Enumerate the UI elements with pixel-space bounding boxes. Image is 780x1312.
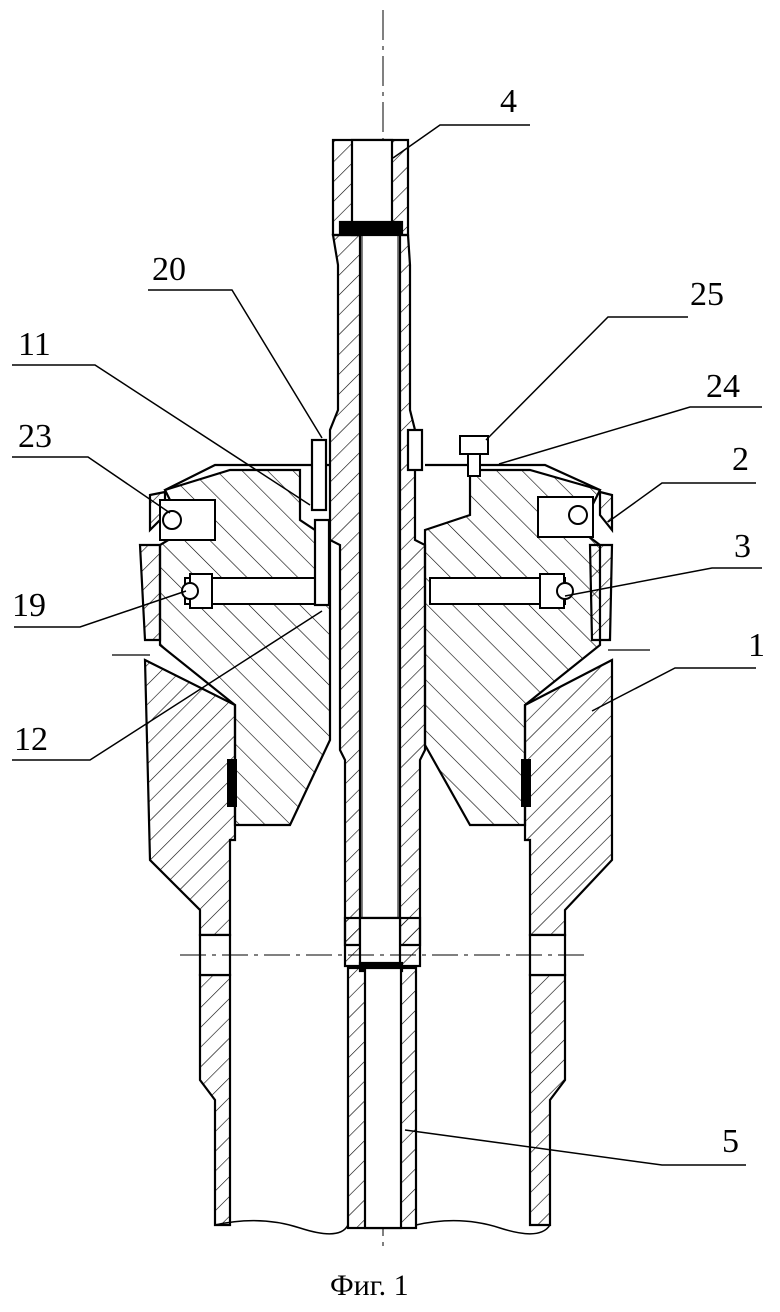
leader-lines [12, 124, 762, 1166]
label-5: 5 [722, 1123, 739, 1160]
slip-body-left [158, 468, 332, 827]
figure-caption: Фиг. 1 [330, 1269, 409, 1302]
seal-rings [227, 759, 531, 807]
label-3: 3 [734, 528, 751, 565]
label-12: 12 [14, 721, 48, 758]
label-25: 25 [690, 276, 724, 313]
label-23: 23 [18, 418, 52, 455]
central-pipe [310, 138, 427, 1230]
label-4: 4 [500, 83, 517, 120]
label-1: 1 [748, 627, 765, 664]
bolt-right [429, 573, 574, 609]
label-11: 11 [18, 326, 51, 363]
top-cap-outline [164, 463, 601, 492]
latch-left [159, 499, 216, 541]
label-20: 20 [152, 251, 186, 288]
label-2: 2 [732, 441, 749, 478]
label-19: 19 [12, 587, 46, 624]
fitting-25 [459, 435, 489, 477]
bolt-left [181, 573, 321, 609]
latch-right [537, 496, 594, 538]
label-24: 24 [706, 368, 740, 405]
break-line [214, 1219, 551, 1235]
